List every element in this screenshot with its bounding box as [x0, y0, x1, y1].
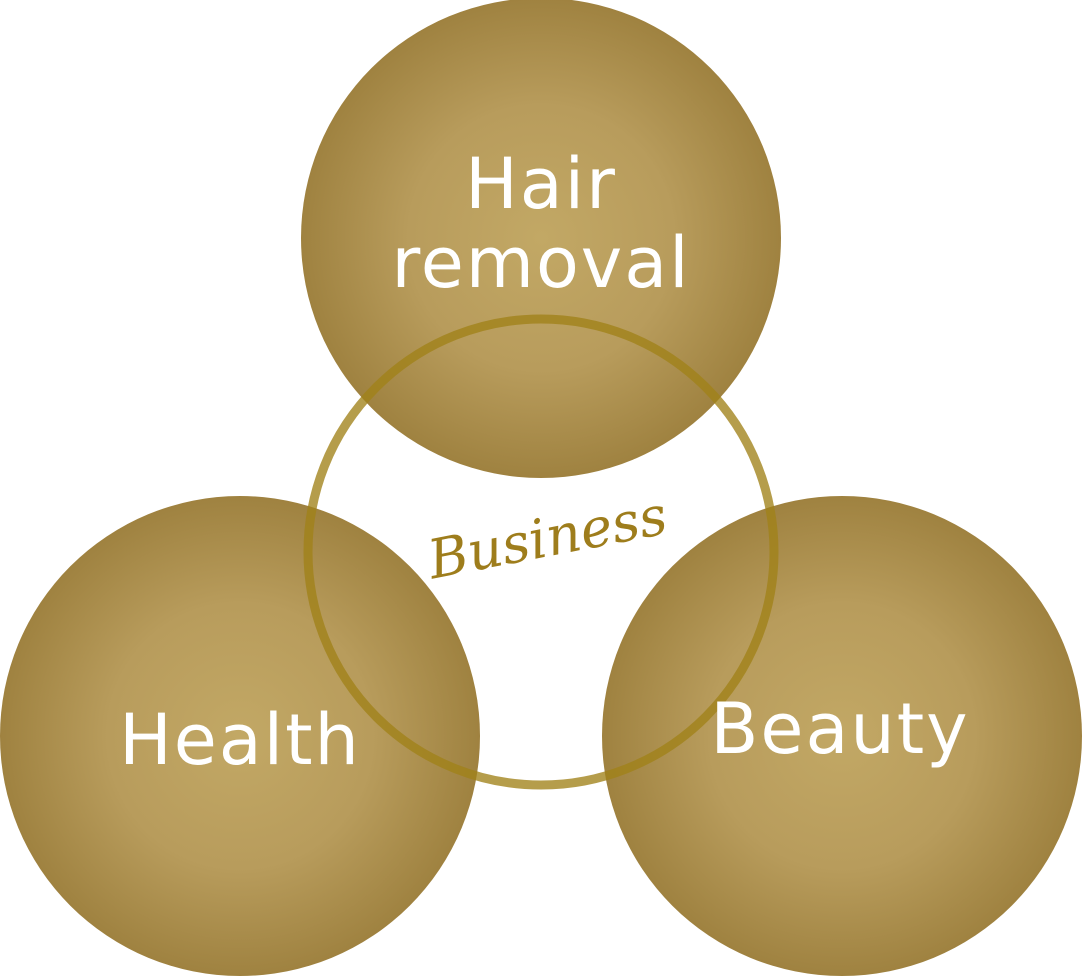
circle-health	[0, 496, 480, 976]
label-beauty: Beauty	[710, 688, 969, 770]
label-health: Health	[119, 699, 361, 781]
label-hair: Hair	[465, 143, 617, 225]
circle-beauty	[602, 496, 1082, 976]
label-removal: removal	[391, 222, 690, 304]
label-business: Business	[422, 484, 672, 592]
business-ring	[303, 314, 779, 790]
circle-hair-removal	[301, 0, 781, 478]
